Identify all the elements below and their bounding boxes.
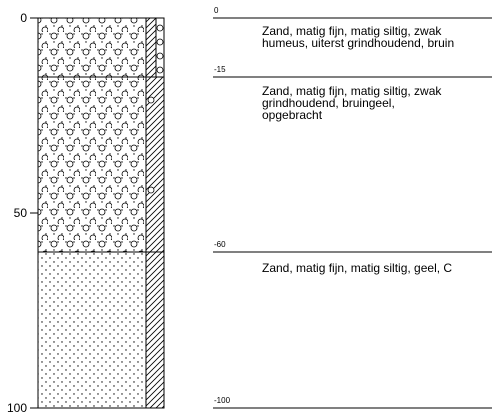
layer-2-description: Zand, matig fijn, matig siltig, zwak gri… (262, 84, 442, 122)
side-gravel-symbol (147, 96, 155, 104)
layer-2-fill (37, 76, 147, 253)
layer-3-description: Zand, matig fijn, matig siltig, geel, C (262, 261, 453, 275)
side-layer-3-hatch (145, 251, 165, 409)
side-layer-1-hatch (145, 17, 157, 78)
axis-tick-label-100: 100 (7, 401, 27, 415)
side-gravel-symbol (156, 66, 164, 74)
layer-1-description: Zand, matig fijn, matig siltig, zwak hum… (262, 24, 455, 50)
side-layer-2-hatch (145, 76, 165, 253)
side-gravel-symbol (147, 186, 155, 194)
side-column (145, 17, 165, 409)
depth-label-0: 0 (214, 6, 219, 15)
side-gravel-symbol (156, 38, 164, 46)
depth-label-15: -15 (214, 65, 226, 74)
layer-3-fill (37, 251, 147, 409)
layer-1-fill (37, 17, 147, 78)
side-gravel-symbol (156, 52, 164, 60)
depth-label-100: -100 (214, 396, 231, 405)
lithology-column (37, 17, 147, 409)
side-gravel-symbol (156, 24, 164, 32)
axis-tick-label-50: 50 (14, 206, 28, 220)
axis-tick-label-0: 0 (20, 11, 27, 25)
layer-boundaries: 0 -15 -60 -100 (213, 6, 492, 409)
depth-label-60: -60 (214, 240, 226, 249)
depth-axis: 0 50 100 (7, 11, 39, 415)
